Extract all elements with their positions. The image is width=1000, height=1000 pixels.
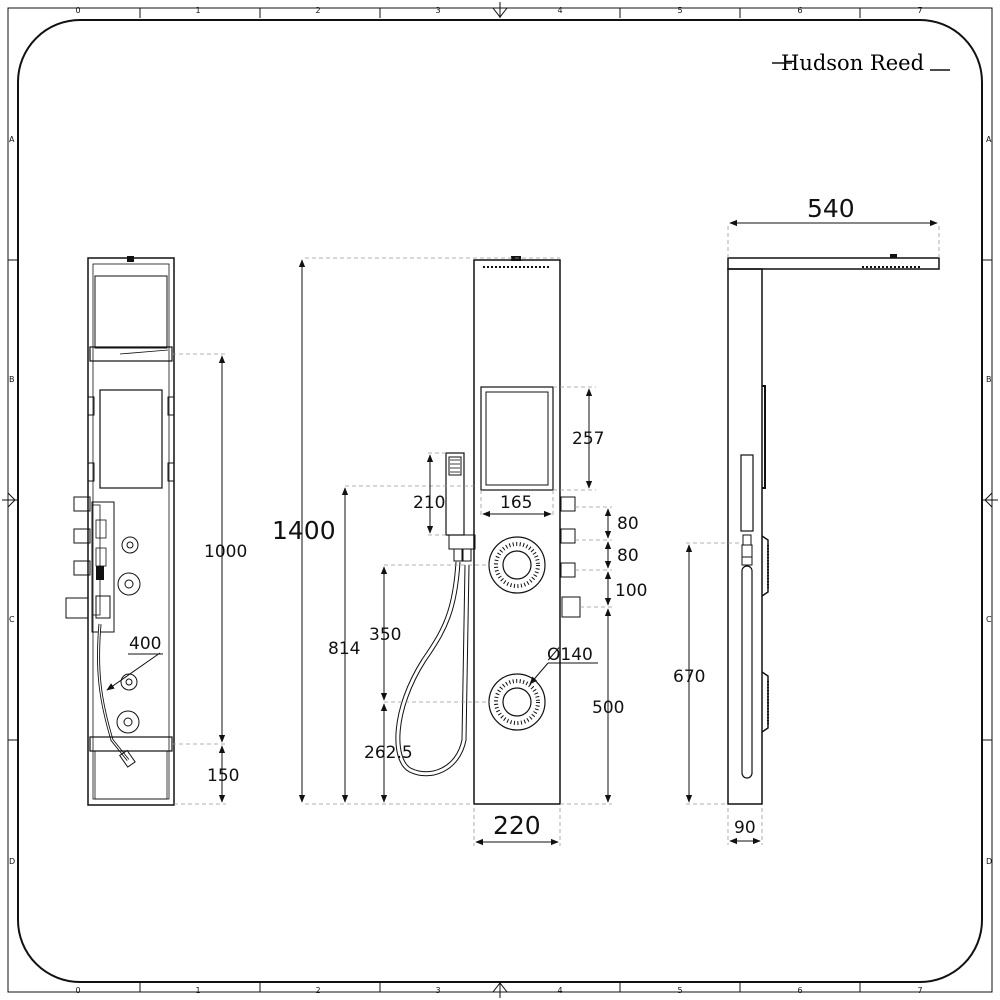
main-hose [395,561,470,777]
dim-overhead-width: 540 [807,194,855,223]
row-label-d: D [9,857,15,866]
row-label-a-right: A [986,135,992,144]
main-upper-jet [488,536,546,594]
dim-panel-width: 220 [493,811,541,840]
dim-front-total-height: 1000 [204,542,247,562]
row-label-d-right: D [986,857,992,866]
main-panel-outline [473,259,561,805]
front-panel-outline [87,257,175,806]
col-label-5-bottom: 5 [677,986,682,995]
col-label-3-bottom: 3 [435,986,440,995]
row-label-c-right: C [986,615,992,624]
dim-valve-spacing-2: 80 [617,546,639,566]
centering-mark-right [982,491,998,509]
front-valve-1 [73,496,91,512]
col-label-3: 3 [435,6,440,15]
dim-valve-spacing-1: 80 [617,514,639,534]
main-valve-1 [560,496,576,512]
dim-hose-upper: 350 [369,625,401,645]
col-label-6-bottom: 6 [797,986,802,995]
dim-valve-spacing-3: 100 [615,581,647,601]
dim-handset-mount-height: 814 [328,639,360,659]
main-valve-3 [560,562,576,578]
centering-mark-top [491,2,509,18]
dim-bar-height: 670 [673,667,705,687]
centering-mark-left [2,491,18,509]
row-label-a: A [9,135,15,144]
dim-overall-height: 1400 [272,516,336,545]
front-top-cap [127,256,134,262]
profile-overhead-arm [727,257,940,270]
brand-logo: Hudson Reed [772,51,950,75]
row-label-b: B [9,375,15,384]
dim-jet-diameter: Ø140 [547,645,593,665]
front-valve-3 [73,560,91,576]
main-valve-4 [561,596,581,618]
dim-handset-height: 210 [413,493,445,513]
col-label-6: 6 [797,6,802,15]
front-valve-2 [73,528,91,544]
main-view: 1400 814 210 350 262.5 257 165 80 80 100… [272,256,647,846]
row-label-b-right: B [986,375,992,384]
col-label-7-bottom: 7 [917,986,922,995]
col-label-2: 2 [315,6,320,15]
col-label-0: 0 [75,6,80,15]
front-valve-4 [65,597,89,619]
profile-handset [740,454,754,532]
dim-depth: 90 [734,818,756,838]
main-display [480,386,554,491]
col-label-2-bottom: 2 [315,986,320,995]
col-label-7: 7 [917,6,922,15]
dim-display-width: 165 [500,493,532,513]
col-label-5: 5 [677,6,682,15]
brand-name: Hudson Reed [781,51,924,75]
main-valve-2 [560,528,576,544]
col-label-0-bottom: 0 [75,986,80,995]
dim-display-height: 257 [572,429,604,449]
front-lower-shelf [89,736,173,752]
row-label-c: C [9,615,15,624]
front-view: 1000 150 400 [65,256,247,806]
dim-front-hose-length: 400 [129,634,161,654]
dim-hose-lower: 262.5 [364,743,413,763]
main-lower-jet [488,673,546,731]
profile-column [727,268,763,805]
col-label-4: 4 [557,6,562,15]
profile-slide-rail [741,565,753,779]
main-top-cap [511,256,521,261]
col-label-4-bottom: 4 [557,986,562,995]
col-label-1-bottom: 1 [195,986,200,995]
col-label-1: 1 [195,6,200,15]
front-jets [116,536,141,734]
front-upper-shelf [89,346,173,362]
front-display [99,389,163,489]
dim-front-bottom-section: 150 [207,766,239,786]
dim-jet-spacing: 500 [592,698,624,718]
profile-view: 540 670 90 [673,194,940,845]
front-hose [97,623,130,761]
centering-mark-bottom [491,982,509,998]
